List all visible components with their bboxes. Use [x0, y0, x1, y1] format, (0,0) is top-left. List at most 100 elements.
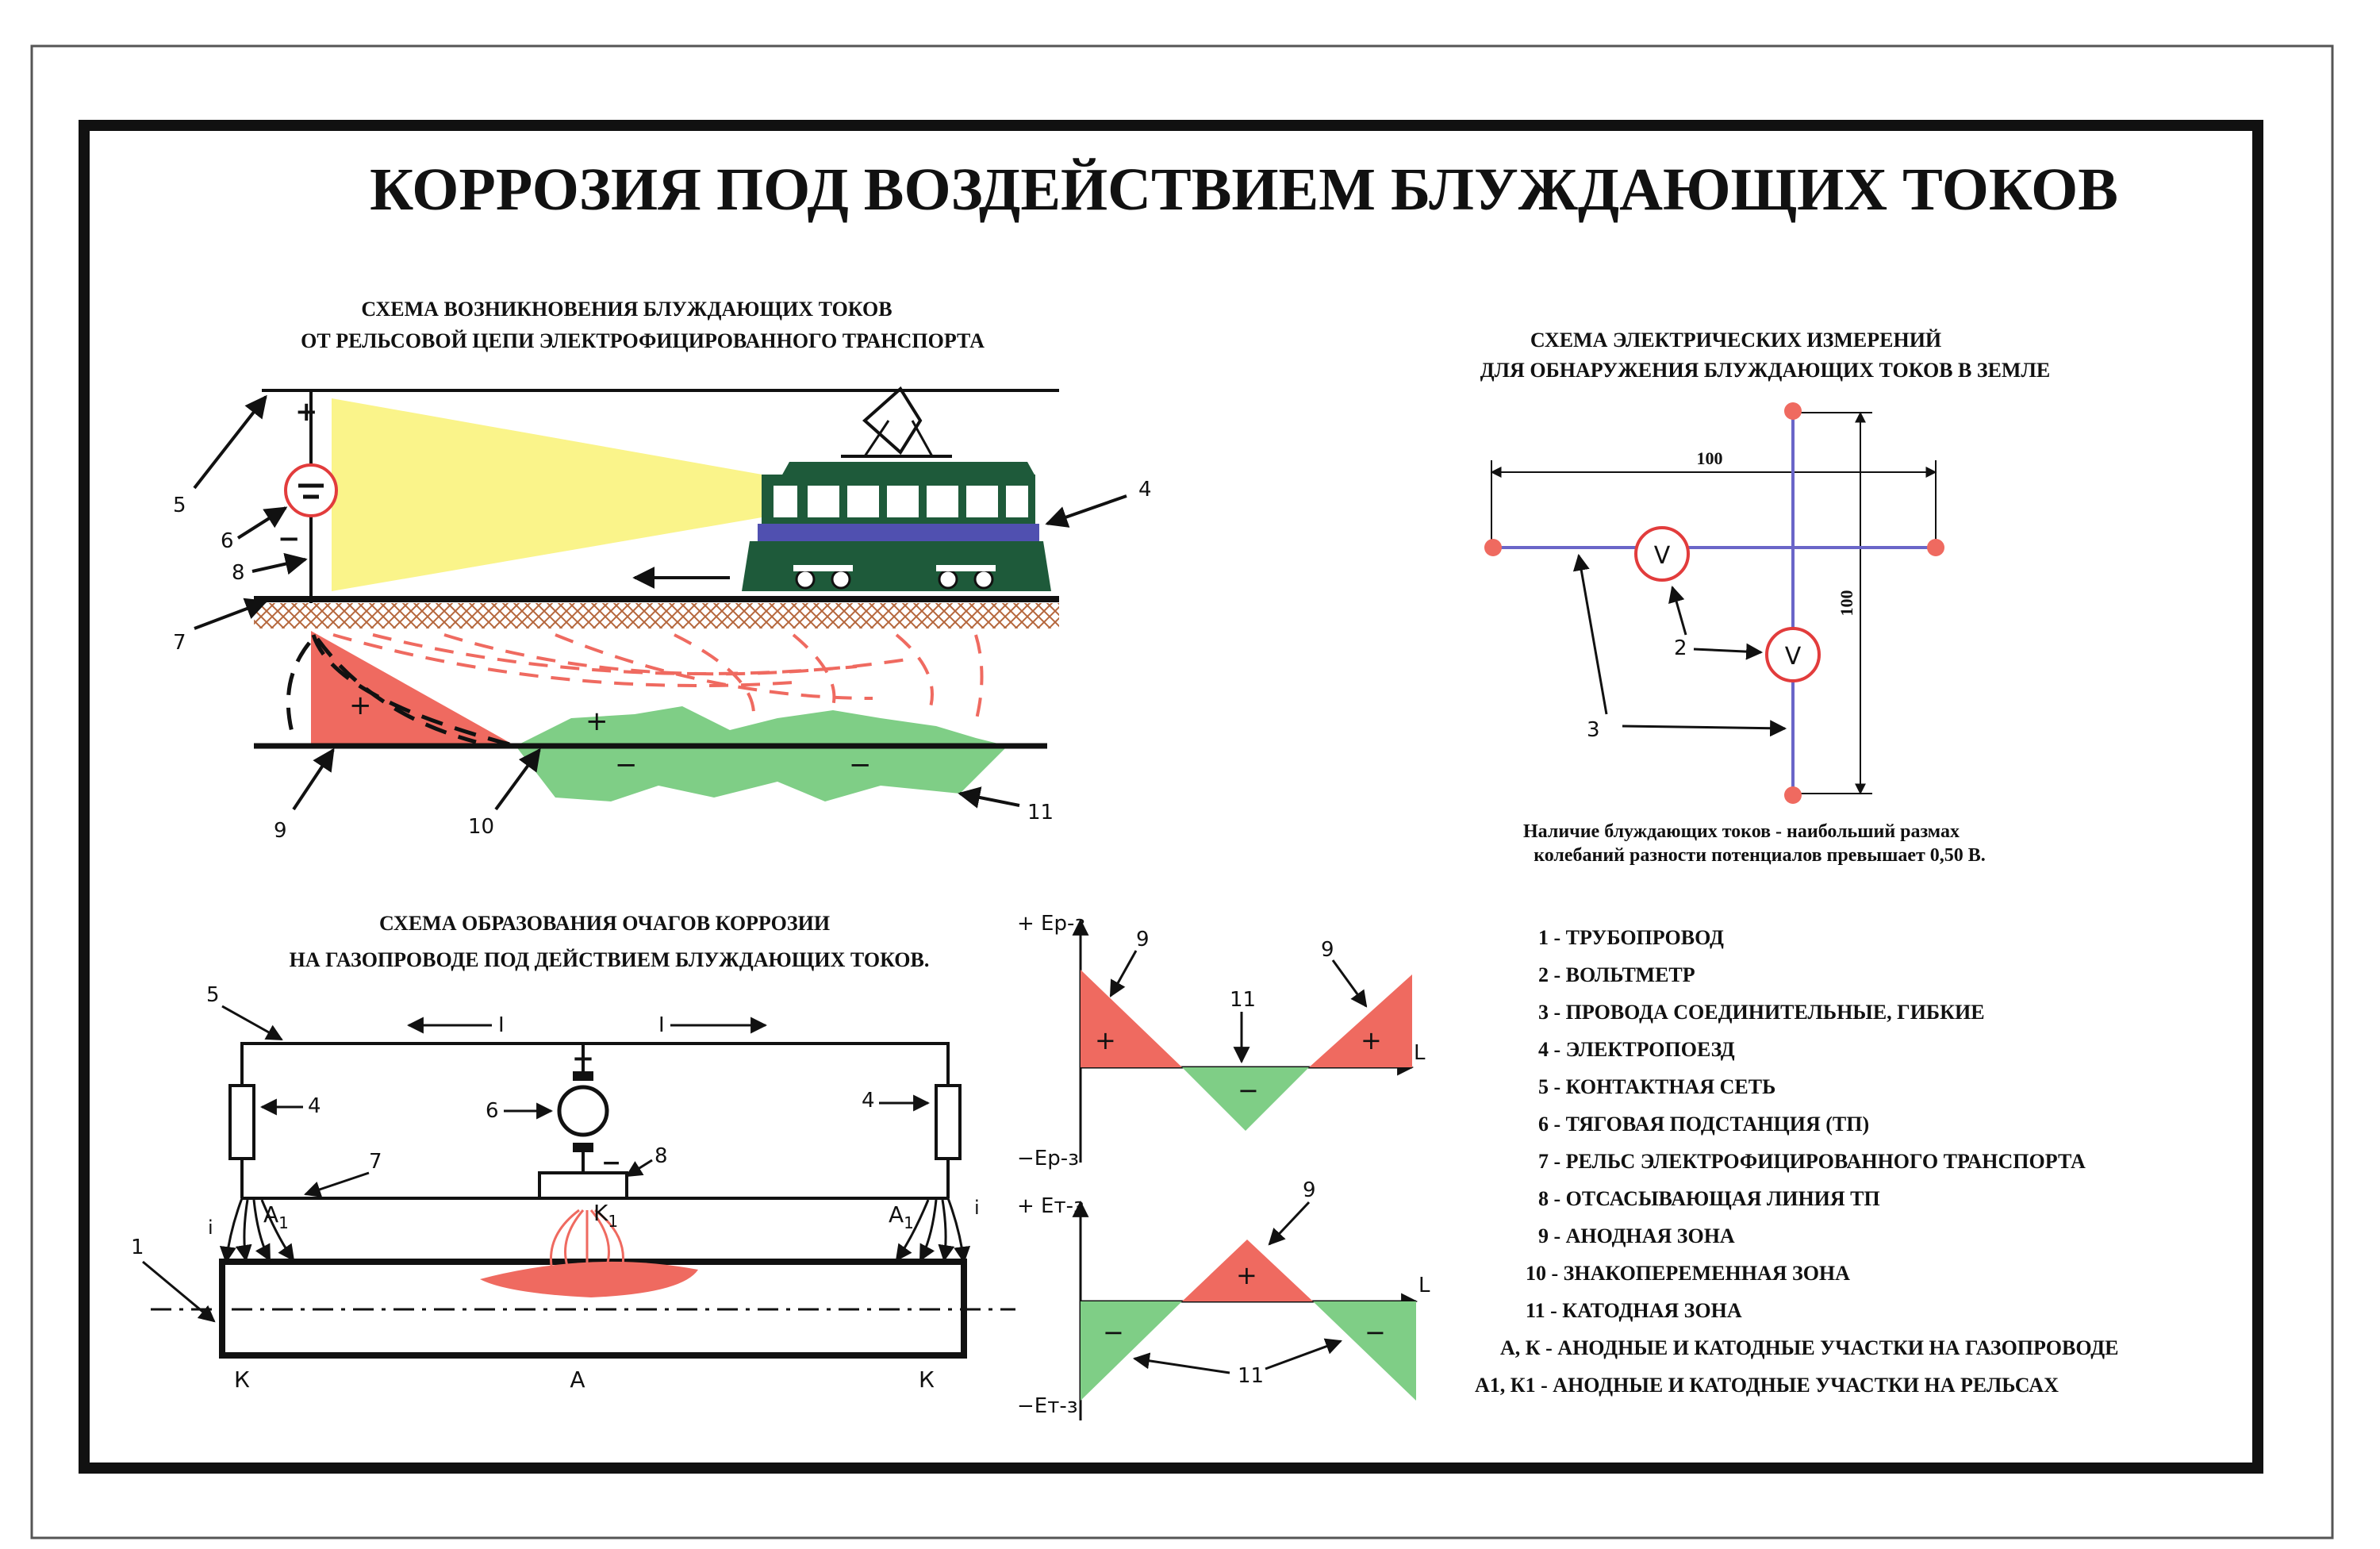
train-resistor-right — [935, 1084, 962, 1160]
scheme-corrosion-foci: СХЕМА ОБРАЗОВАНИЯ ОЧАГОВ КОРРОЗИИ НА ГАЗ… — [131, 912, 1015, 1393]
electrode — [1927, 539, 1944, 556]
legend-item: А, К - АНОДНЫЕ И КАТОДНЫЕ УЧАСТКИ НА ГАЗ… — [1500, 1336, 2118, 1359]
callout-10: 10 — [468, 815, 494, 839]
callout-8: 8 — [232, 561, 245, 585]
label-A-mid: А — [570, 1366, 585, 1393]
dim-v-label: 100 — [1837, 590, 1856, 617]
plus-sign: + — [295, 396, 318, 428]
plus-right: + — [1361, 1025, 1382, 1055]
callout-7: 7 — [173, 631, 186, 655]
legend-item: 7 - РЕЛЬС ЭЛЕКТРОФИЦИРОВАННОГО ТРАНСПОРТ… — [1538, 1150, 2086, 1173]
label-K-left: К — [234, 1366, 250, 1393]
discharge-rays — [549, 1209, 625, 1266]
anodic-area-left — [1081, 970, 1182, 1067]
scheme2-title-line2: ДЛЯ ОБНАРУЖЕНИЯ БЛУЖДАЮЩИХ ТОКОВ В ЗЕМЛЕ — [1480, 359, 2050, 382]
current-beam — [332, 398, 771, 591]
scheme-measurements: СХЕМА ЭЛЕКТРИЧЕСКИХ ИЗМЕРЕНИЙ ДЛЯ ОБНАРУ… — [1480, 329, 2050, 866]
scheme3-title-line1: СХЕМА ОБРАЗОВАНИЯ ОЧАГОВ КОРРОЗИИ — [379, 912, 830, 935]
electrode — [1484, 539, 1502, 556]
green-minus1: − — [615, 749, 638, 781]
minus-mid: − — [1238, 1075, 1259, 1105]
note-line1: Наличие блуждающих токов - наибольший ра… — [1523, 821, 1960, 842]
callout-9: 9 — [1303, 1178, 1316, 1202]
gen-plus: + — [572, 1043, 595, 1074]
scheme1-title-line1: СХЕМА ВОЗНИКНОВЕНИЯ БЛУЖДАЮЩИХ ТОКОВ — [361, 298, 892, 321]
stray-current-lines — [332, 633, 984, 723]
callout-11: 11 — [1238, 1364, 1264, 1388]
callout-9a: 9 — [1136, 928, 1150, 951]
callout-11: 11 — [1230, 988, 1256, 1012]
gen-minus: − — [601, 1149, 621, 1177]
label-K-right: К — [919, 1366, 935, 1393]
generator-icon — [557, 1085, 609, 1137]
y-pos-label: + Eт-з — [1017, 1194, 1084, 1218]
label-A1-left: A1 — [263, 1201, 289, 1232]
zone-plus: + — [349, 690, 372, 721]
y-neg-label: −Eт-з — [1017, 1394, 1078, 1418]
legend-item: 11 - КАТОДНАЯ ЗОНА — [1526, 1299, 1742, 1322]
substation-icon — [284, 463, 338, 517]
contact-network — [240, 1042, 950, 1091]
electrode — [1784, 786, 1802, 804]
callout-3: 3 — [1587, 718, 1600, 742]
callout-6: 6 — [221, 529, 234, 553]
electrode — [1784, 402, 1802, 420]
legend-item: 3 - ПРОВОДА СОЕДИНИТЕЛЬНЫЕ, ГИБКИЕ — [1538, 1001, 1985, 1024]
scheme2-title-line1: СХЕМА ЭЛЕКТРИЧЕСКИХ ИЗМЕРЕНИЙ — [1530, 329, 1941, 352]
suction-block — [538, 1171, 628, 1200]
callout-5: 5 — [173, 494, 186, 517]
legend-item: 1 - ТРУБОПРОВОД — [1538, 926, 1724, 949]
leak-i-right: i — [974, 1197, 980, 1219]
voltmeter-icon — [1765, 627, 1821, 682]
soil — [254, 603, 1059, 628]
outer-frame — [30, 44, 2334, 1539]
label-A1-right: A1 — [889, 1201, 914, 1232]
minus-left: − — [1103, 1317, 1124, 1347]
green-plus: + — [585, 705, 608, 737]
train-icon — [742, 386, 1051, 591]
minus-sign: − — [278, 523, 301, 555]
current-I2: I — [658, 1013, 665, 1037]
callout-6: 6 — [486, 1099, 499, 1123]
callout-4-right: 4 — [862, 1089, 875, 1113]
minus-right: − — [1365, 1317, 1386, 1347]
voltmeter-icon — [1634, 526, 1690, 582]
callout-1: 1 — [131, 1236, 144, 1259]
legend-item: А1, К1 - АНОДНЫЕ И КАТОДНЫЕ УЧАСТКИ НА Р… — [1475, 1374, 2059, 1397]
corrosion-focus — [480, 1261, 698, 1297]
x-label: L — [1414, 1041, 1426, 1065]
legend-item: 10 - ЗНАКОПЕРЕМЕННАЯ ЗОНА — [1526, 1262, 1850, 1285]
main-frame — [79, 120, 2263, 1474]
label-K1: K1 — [593, 1200, 618, 1231]
leak-i-left: i — [208, 1217, 213, 1239]
train-resistor-left — [228, 1084, 255, 1160]
callout-2: 2 — [1674, 636, 1687, 660]
scheme1-title-line2: ОТ РЕЛЬСОВОЙ ЦЕПИ ЭЛЕКТРОФИЦИРОВАННОГО Т… — [301, 329, 985, 352]
legend-item: 6 - ТЯГОВАЯ ПОДСТАНЦИЯ (ТП) — [1538, 1113, 1869, 1136]
callout-11: 11 — [1027, 801, 1054, 824]
plus-left: + — [1095, 1025, 1116, 1055]
potential-graph-rail: + Ep-з −Ep-з L + + − 9 11 9 — [1017, 912, 1426, 1170]
callout-4: 4 — [1138, 478, 1152, 502]
anodic-area — [1182, 1240, 1313, 1301]
callout-5: 5 — [206, 983, 220, 1007]
y-neg-label: −Ep-з — [1017, 1147, 1079, 1170]
legend-item: 8 - ОТСАСЫВАЮЩАЯ ЛИНИЯ ТП — [1538, 1187, 1880, 1210]
scheme3-title-line2: НА ГАЗОПРОВОДЕ ПОД ДЕЙСТВИЕМ БЛУЖДАЮЩИХ … — [290, 948, 930, 971]
legend-item: 4 - ЭЛЕКТРОПОЕЗД — [1538, 1038, 1735, 1061]
anodic-zone — [311, 631, 516, 746]
callout-9: 9 — [274, 819, 287, 843]
callout-7: 7 — [369, 1150, 382, 1174]
legend-item: 9 - АНОДНАЯ ЗОНА — [1538, 1224, 1735, 1247]
x-label: L — [1418, 1274, 1430, 1297]
leakage-currents — [219, 1197, 971, 1264]
cathodic-area-right — [1313, 1301, 1416, 1401]
plus-mid: + — [1236, 1260, 1257, 1290]
green-minus2: − — [849, 749, 872, 781]
cathodic-area — [1182, 1067, 1309, 1131]
cathodic-zone — [516, 706, 1008, 801]
poster-title: КОРРОЗИЯ ПОД ВОЗДЕЙСТВИЕМ БЛУЖДАЮЩИХ ТОК… — [370, 156, 2118, 223]
dim-h-label: 100 — [1697, 448, 1723, 468]
